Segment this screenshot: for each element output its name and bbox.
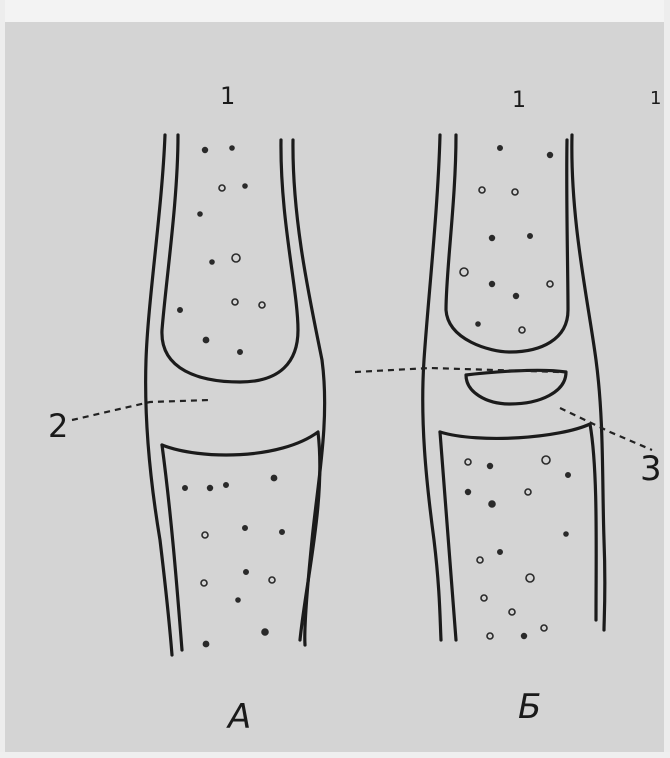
label-bone-right: 1 bbox=[512, 90, 526, 112]
left-joint-outline bbox=[146, 135, 325, 655]
label-edge-mark: 1 bbox=[650, 90, 661, 108]
label-2: 2 bbox=[48, 410, 68, 442]
panel-label-b: Б bbox=[518, 690, 541, 724]
label-3: 3 bbox=[640, 452, 662, 486]
leader-line-2 bbox=[72, 400, 210, 420]
label-bone-left: 1 bbox=[220, 84, 235, 108]
right-joint-outline bbox=[423, 135, 605, 640]
bone-texture bbox=[178, 146, 570, 647]
panel-label-a: А bbox=[228, 700, 251, 734]
